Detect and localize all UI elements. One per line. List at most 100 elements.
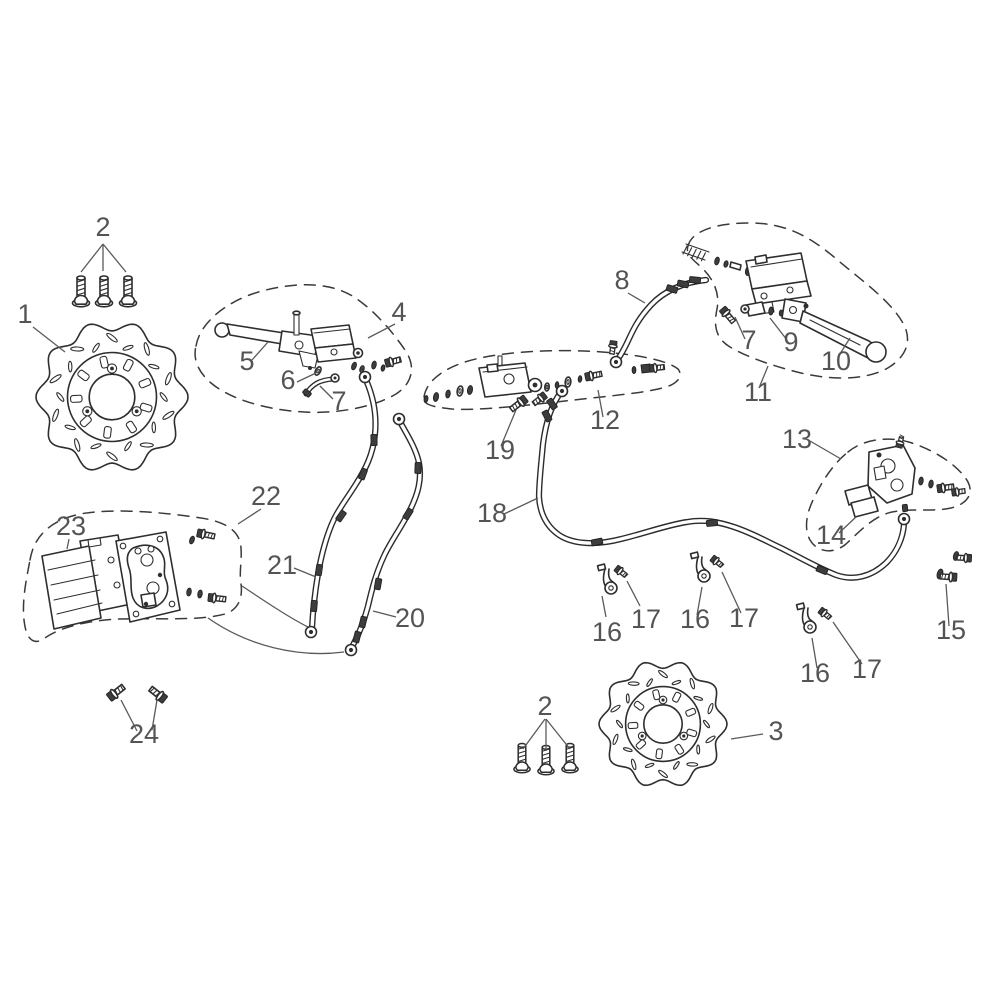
leader-line — [626, 580, 641, 607]
callout-switch-piece: 9 — [769, 317, 799, 357]
callout-label: 20 — [395, 603, 425, 633]
callout-label: 15 — [936, 615, 966, 645]
upper-brake-hose — [609, 276, 710, 369]
bolt-icon — [196, 528, 216, 540]
leader-line — [293, 567, 317, 578]
leader-line — [367, 323, 396, 339]
callout-front-disc-mounting-screws: 2 — [80, 212, 127, 273]
bolt-icon — [207, 592, 227, 604]
leader-line — [120, 699, 138, 732]
screw-icon — [513, 742, 531, 774]
callout-label: 16 — [592, 617, 622, 647]
callout-label: 8 — [614, 265, 629, 295]
callout-front-brake-lever: 5 — [239, 341, 269, 376]
callout-front-brake-hose-right: 20 — [372, 603, 425, 633]
callout-label: 17 — [631, 604, 661, 634]
callout-front-brake-pads: 23 — [56, 511, 86, 550]
leader-line — [730, 733, 764, 740]
bolt-icon — [955, 552, 973, 564]
callout-rear-brake-disc: 3 — [730, 716, 784, 746]
hose-junction-assembly — [423, 340, 666, 413]
front-brake-disc — [35, 323, 189, 471]
bolt-icon — [531, 391, 548, 407]
callout-front-master-cylinder-assembly: 4 — [367, 297, 407, 339]
leader-line — [32, 326, 66, 353]
leader-line — [372, 610, 397, 618]
leader-line — [734, 316, 746, 340]
hose-clamp-icon — [596, 563, 618, 595]
callout-label: 19 — [485, 435, 515, 465]
callout-label: 2 — [537, 691, 552, 721]
leader-line — [319, 385, 334, 400]
callout-label: 21 — [267, 550, 297, 580]
callout-label: 24 — [129, 719, 159, 749]
leader-line — [696, 586, 703, 616]
hose-clamp-icon — [795, 602, 817, 634]
leader-line — [522, 718, 546, 750]
leader-line — [251, 341, 269, 361]
rear-master-cylinder-assembly — [681, 243, 887, 363]
screw-icon — [94, 275, 114, 308]
front-brake-hose-left — [304, 370, 379, 639]
callout-label: 2 — [95, 212, 110, 242]
rear-disc-screws — [513, 742, 579, 776]
callout-clamp-screw-1: 17 — [626, 580, 661, 634]
bolt-icon — [648, 362, 666, 374]
callout-label: 16 — [680, 604, 710, 634]
callout-label: 16 — [800, 658, 830, 688]
group-outlines — [22, 222, 971, 655]
front-master-cylinder-assembly — [214, 310, 402, 398]
callout-junction-screws: 19 — [485, 409, 517, 465]
leader-line — [945, 583, 950, 627]
callout-label: 7 — [331, 386, 346, 416]
callout-label: 1 — [17, 299, 32, 329]
leader-line — [769, 317, 788, 341]
leader-line — [296, 372, 317, 383]
bolt-icon — [106, 683, 126, 702]
bolt-icon — [817, 606, 833, 620]
callout-rear-brake-caliper-assembly: 13 — [782, 424, 842, 460]
screw-icon — [71, 275, 91, 308]
leader-line — [102, 243, 127, 273]
callout-label: 17 — [852, 654, 882, 684]
callout-label: 12 — [590, 405, 620, 435]
callout-front-hose-elbow: 7 — [319, 385, 347, 416]
hose-clamp-icon — [689, 551, 711, 583]
callout-clamp-screw-3: 17 — [832, 621, 882, 684]
hose-clamps — [596, 551, 833, 634]
callout-label: 7 — [741, 325, 756, 355]
callout-label: 9 — [783, 327, 798, 357]
callout-label: 4 — [391, 297, 406, 327]
screw-icon — [561, 742, 579, 774]
leader-line — [838, 516, 857, 534]
callout-label: 17 — [729, 603, 759, 633]
callout-label: 13 — [782, 424, 812, 454]
leader-line — [721, 571, 742, 614]
callout-clamp-screw-2: 17 — [721, 571, 759, 633]
callout-label: 23 — [56, 511, 86, 541]
leader-line — [237, 508, 262, 525]
callout-label: 22 — [251, 481, 281, 511]
leader-line — [597, 389, 604, 418]
callout-front-brake-disc: 1 — [17, 299, 66, 353]
screw-icon — [118, 275, 138, 308]
bolt-icon — [148, 685, 168, 704]
front-disc-screws — [71, 275, 138, 308]
banjo-bolts — [936, 551, 973, 583]
bolt-icon — [384, 356, 402, 368]
callout-banjo-bolts: 15 — [936, 583, 966, 645]
callout-hose-junction-assembly: 12 — [590, 389, 620, 435]
callout-upper-brake-hose: 8 — [614, 265, 646, 304]
bolt-icon — [939, 571, 958, 583]
bolt-icon — [608, 340, 618, 355]
callout-hose-clamp-3: 16 — [800, 637, 830, 688]
leader-line — [545, 718, 571, 750]
callout-rear-disc-mounting-screws: 2 — [522, 691, 571, 751]
bracket-screws — [106, 683, 168, 704]
leader-line — [837, 337, 851, 358]
bolt-icon — [613, 564, 629, 578]
callout-label: 11 — [744, 377, 772, 407]
bolt-icon — [584, 370, 603, 382]
leader-line — [503, 497, 539, 515]
